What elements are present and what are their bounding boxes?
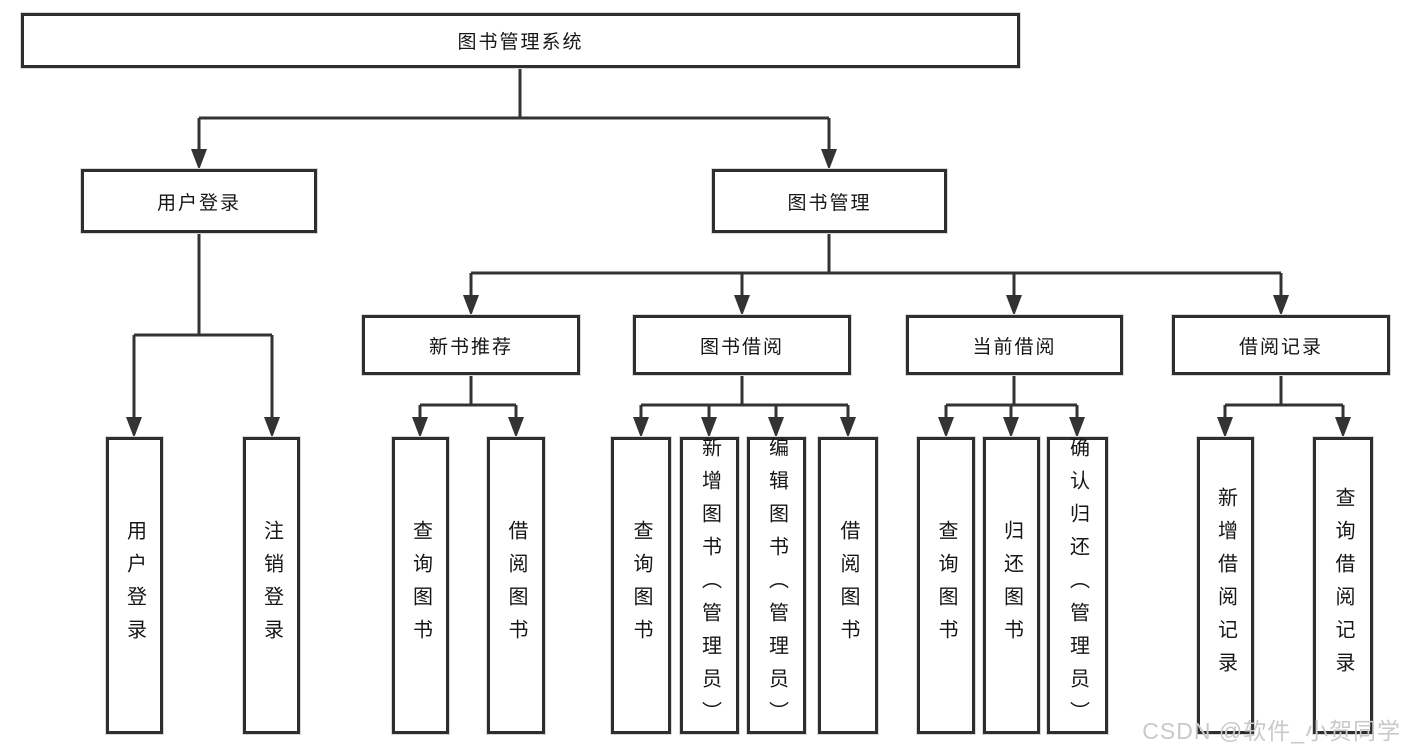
leaf-return-book-label: 归还图书 <box>1000 519 1023 652</box>
leaf-newbook-query: 查询图书 <box>392 437 449 734</box>
node-book-management-label: 图书管理 <box>787 192 872 214</box>
node-user-login-branch: 用户登录 <box>81 169 317 233</box>
node-current-borrow: 当前借阅 <box>906 315 1123 375</box>
node-borrow-record: 借阅记录 <box>1172 315 1390 375</box>
node-current-borrow-label: 当前借阅 <box>972 336 1057 358</box>
node-root: 图书管理系统 <box>21 13 1020 68</box>
node-book-management: 图书管理 <box>712 169 947 233</box>
leaf-confirm-return-admin: 确认归还（管理员） <box>1047 437 1108 734</box>
leaf-current-query: 查询图书 <box>917 437 975 734</box>
arrowhead-icons <box>126 149 1351 438</box>
leaf-user-login: 用户登录 <box>106 437 163 734</box>
leaf-newbook-borrow: 借阅图书 <box>487 437 545 734</box>
leaf-newbook-borrow-label: 借阅图书 <box>505 519 527 652</box>
leaf-user-login-label: 用户登录 <box>123 519 146 652</box>
node-user-login-branch-label: 用户登录 <box>156 192 241 214</box>
leaf-borrow-query-label: 查询图书 <box>630 519 652 652</box>
leaf-record-query-label: 查询借阅记录 <box>1332 486 1354 685</box>
node-book-borrow: 图书借阅 <box>633 315 851 375</box>
leaf-borrow-add-admin-label: 新增图书（管理员） <box>698 437 721 734</box>
csdn-watermark: CSDN @软件_小贺同学 <box>1142 718 1401 744</box>
node-borrow-record-label: 借阅记录 <box>1238 336 1323 358</box>
leaf-borrow-edit-admin-label: 编辑图书（管理员） <box>765 437 788 734</box>
leaf-record-query: 查询借阅记录 <box>1313 437 1373 734</box>
node-new-book-recommend: 新书推荐 <box>362 315 580 375</box>
leaf-record-add: 新增借阅记录 <box>1197 437 1254 734</box>
leaf-logout-label: 注销登录 <box>260 519 283 652</box>
leaf-borrow-book: 借阅图书 <box>818 437 878 734</box>
leaf-borrow-query: 查询图书 <box>611 437 671 734</box>
leaf-return-book: 归还图书 <box>983 437 1040 734</box>
node-root-label: 图书管理系统 <box>457 32 584 53</box>
leaf-borrow-book-label: 借阅图书 <box>837 519 859 652</box>
leaf-confirm-return-admin-label: 确认归还（管理员） <box>1066 437 1089 734</box>
node-new-book-recommend-label: 新书推荐 <box>428 336 513 358</box>
leaf-newbook-query-label: 查询图书 <box>409 519 432 652</box>
leaf-current-query-label: 查询图书 <box>935 519 957 652</box>
leaf-record-add-label: 新增借阅记录 <box>1214 486 1237 685</box>
leaf-borrow-edit-admin: 编辑图书（管理员） <box>747 437 806 734</box>
node-book-borrow-label: 图书借阅 <box>699 336 784 358</box>
leaf-borrow-add-admin: 新增图书（管理员） <box>680 437 739 734</box>
leaf-logout: 注销登录 <box>243 437 300 734</box>
